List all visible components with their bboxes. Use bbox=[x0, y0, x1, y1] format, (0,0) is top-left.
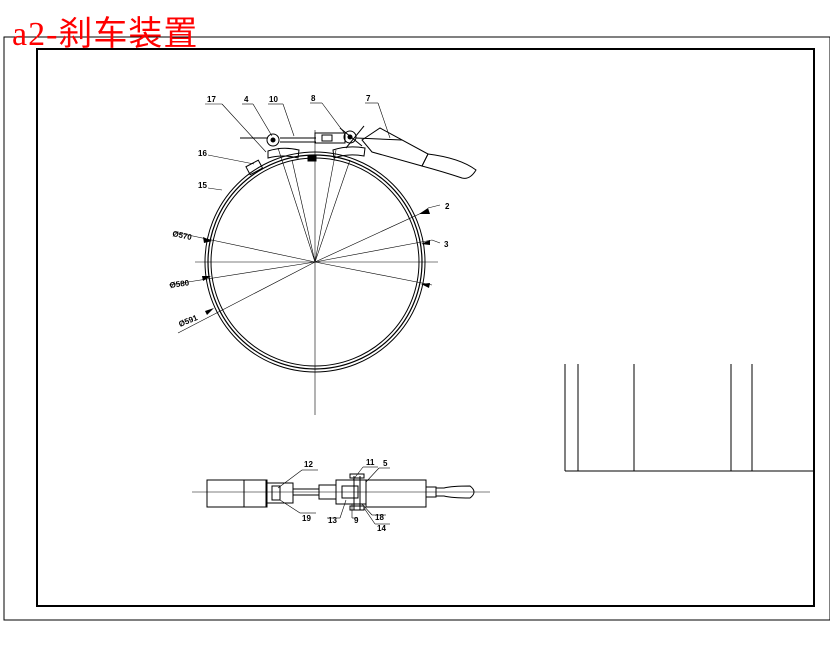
tensioning-mechanism bbox=[240, 125, 477, 179]
top-label-leaders bbox=[205, 102, 391, 153]
dim-580: Ø580 bbox=[169, 278, 190, 290]
label-15: 15 bbox=[198, 181, 207, 190]
outer-border bbox=[3, 36, 830, 621]
label-14: 14 bbox=[377, 524, 386, 533]
label-8: 8 bbox=[311, 94, 316, 103]
label-3: 3 bbox=[444, 240, 449, 249]
label-16: 16 bbox=[198, 149, 207, 158]
label-18: 18 bbox=[375, 513, 384, 522]
label-17: 17 bbox=[207, 95, 216, 104]
label-11: 11 bbox=[366, 458, 375, 467]
label-2: 2 bbox=[445, 202, 450, 211]
dim-591: Ø591 bbox=[177, 313, 199, 329]
title-block bbox=[564, 364, 814, 472]
drum-circle-mid bbox=[207, 154, 423, 370]
leader-arrows bbox=[202, 208, 430, 315]
label-12: 12 bbox=[304, 460, 313, 469]
label-5: 5 bbox=[383, 459, 388, 468]
label-13: 13 bbox=[328, 516, 337, 525]
label-7: 7 bbox=[366, 94, 371, 103]
drum-circle-outer bbox=[204, 151, 426, 373]
label-9: 9 bbox=[354, 516, 359, 525]
brake-band-view: 17 4 10 8 7 16 15 2 3 Ø570 Ø580 Ø591 bbox=[168, 94, 477, 415]
label-4: 4 bbox=[244, 95, 249, 104]
dim-570: Ø570 bbox=[172, 229, 194, 242]
label-19: 19 bbox=[302, 514, 311, 523]
radial-lines bbox=[168, 147, 433, 334]
label-10: 10 bbox=[269, 95, 278, 104]
inner-border bbox=[36, 48, 815, 607]
label-leaders bbox=[207, 154, 441, 244]
plan-view: 12 11 5 19 13 9 18 14 bbox=[192, 458, 490, 533]
